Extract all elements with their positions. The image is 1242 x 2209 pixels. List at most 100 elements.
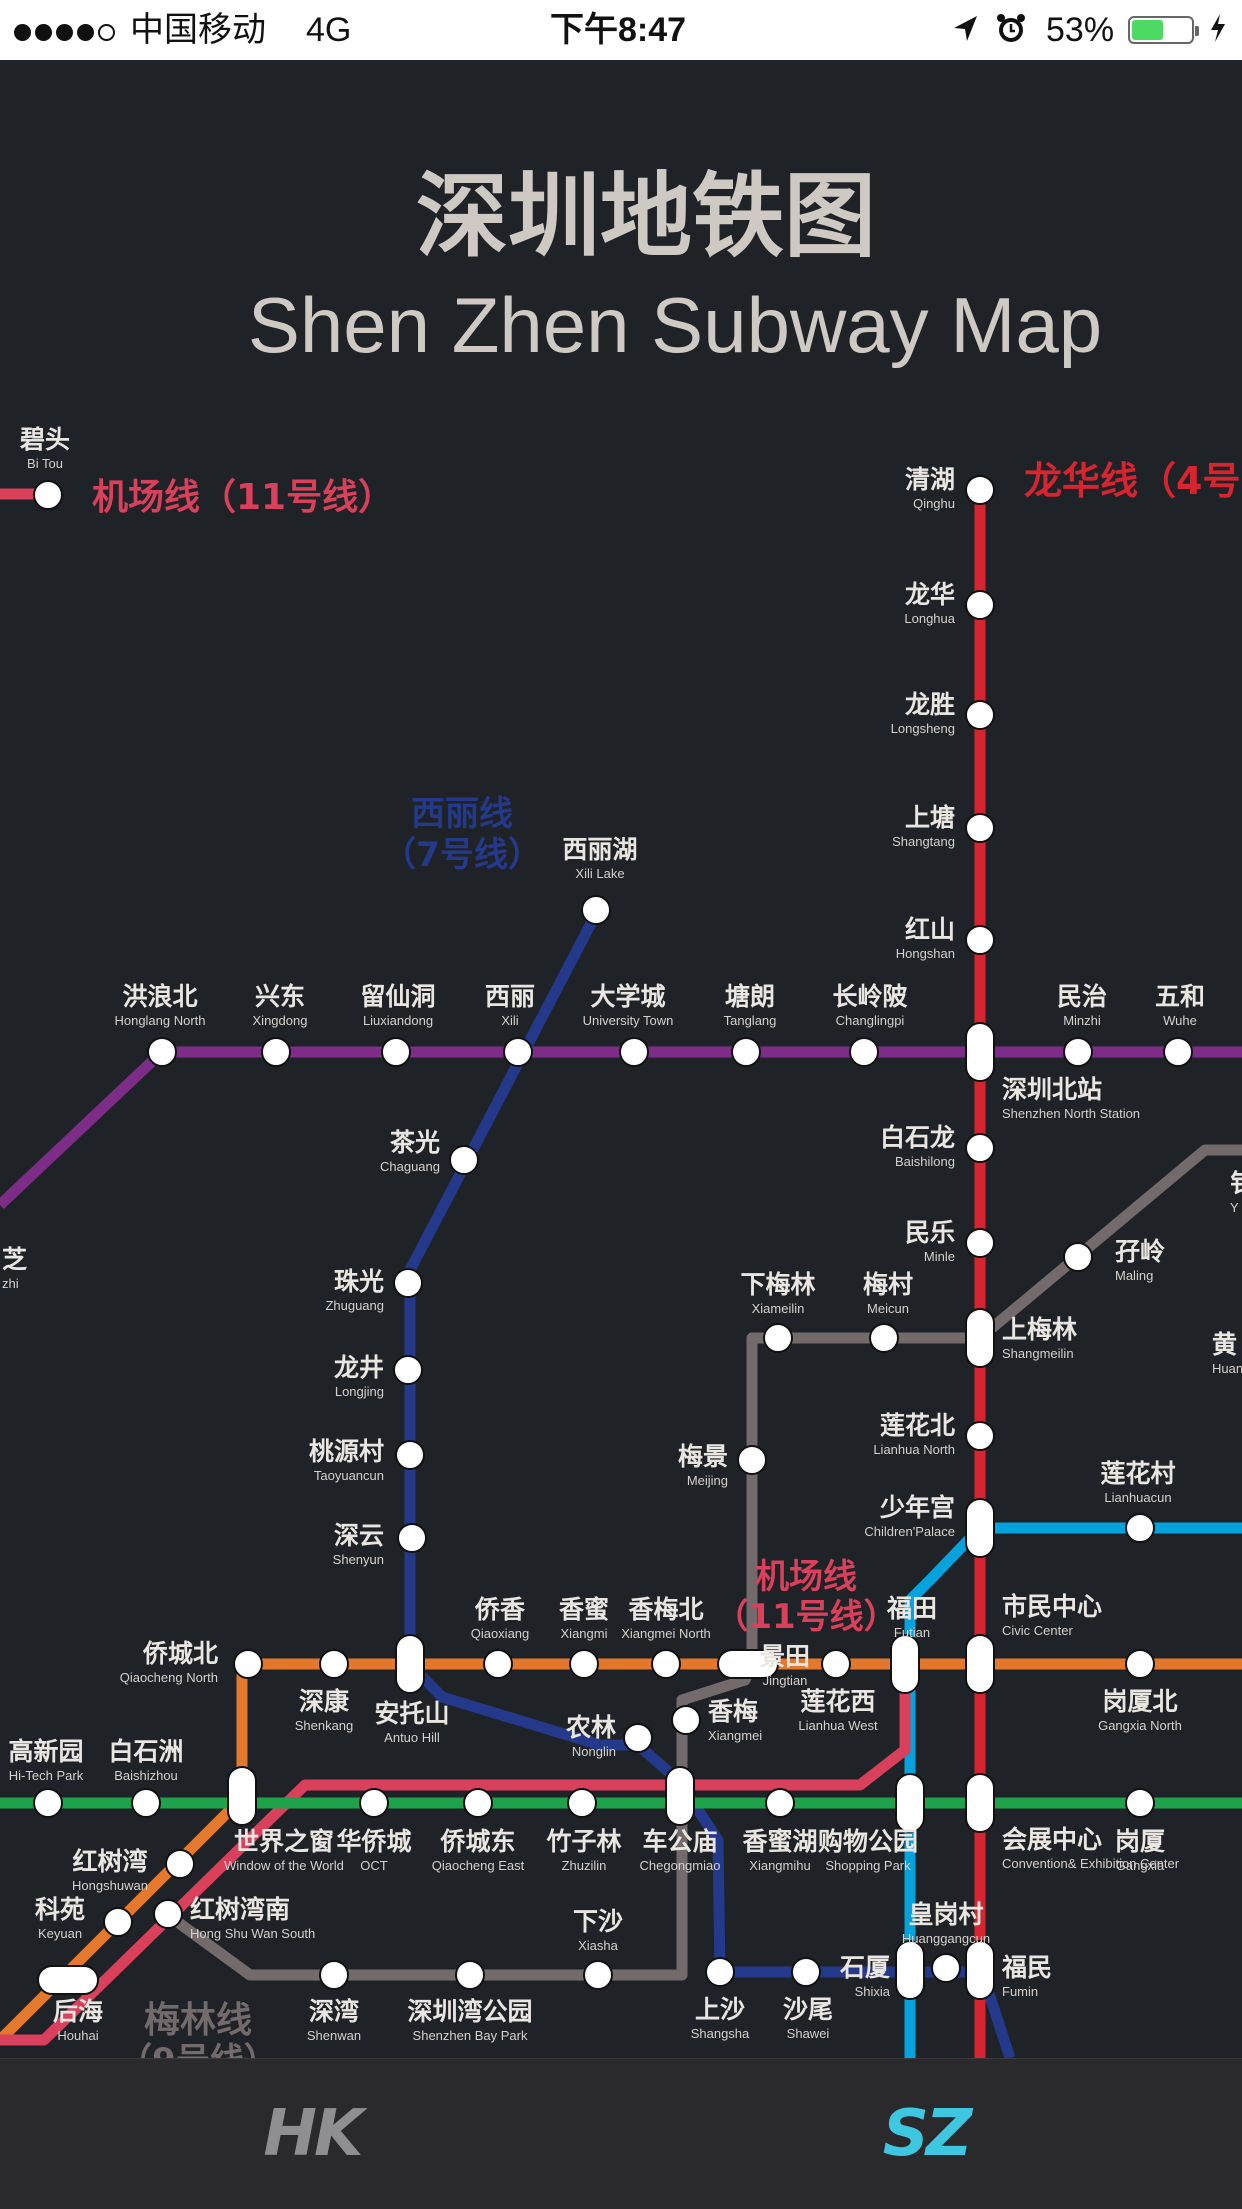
subway-map[interactable]: 深圳地铁图 Shen Zhen Subway Map 机场线（11号线） 龙华线… [0, 60, 1242, 2058]
station-name-shaoniangong[interactable]: 少年宫 [879, 1493, 955, 1522]
station-name-meicun[interactable]: 梅村 [863, 1270, 913, 1299]
station-marker-changlingpi[interactable] [849, 1037, 879, 1067]
station-name-qiaoxiang[interactable]: 侨香 [474, 1595, 525, 1624]
station-name-liuxiandong[interactable]: 留仙洞 [360, 982, 435, 1011]
station-name-qiaochengdong[interactable]: 侨城东 [439, 1827, 515, 1856]
station-name-zhuzilin[interactable]: 竹子林 [545, 1827, 621, 1856]
station-name-lianhuaxi[interactable]: 莲花西 [800, 1687, 875, 1716]
station-name-shenzhenbei[interactable]: 深圳北站 [1002, 1075, 1102, 1104]
station-name-shenkang[interactable]: 深康 [299, 1687, 350, 1716]
station-marker-shangtang[interactable] [965, 813, 995, 843]
station-name-longjing[interactable]: 龙井 [334, 1353, 384, 1382]
station-name-daxuecheng[interactable]: 大学城 [590, 982, 665, 1011]
station-name-shijiezhichuang[interactable]: 世界之窗 [234, 1827, 334, 1856]
interchange-marker-huizhanzhongxin[interactable] [965, 1773, 995, 1833]
station-marker-daxuecheng[interactable] [619, 1037, 649, 1067]
station-marker-xili[interactable] [503, 1037, 533, 1067]
station-name-tanglang[interactable]: 塘朗 [725, 982, 775, 1011]
station-marker-lianhuabei[interactable] [965, 1421, 995, 1451]
station-marker-lianhuaxi[interactable] [821, 1649, 851, 1679]
station-marker-qinghu[interactable] [965, 475, 995, 505]
station-name-shenyun[interactable]: 深云 [334, 1521, 384, 1550]
station-name-hongshuwan[interactable]: 红树湾 [72, 1847, 147, 1876]
station-name-hongshan[interactable]: 红山 [905, 915, 955, 944]
station-marker-longhua[interactable] [965, 590, 995, 620]
station-marker-xiangmeibei[interactable] [651, 1649, 681, 1679]
station-marker-longsheng[interactable] [965, 700, 995, 730]
interchange-marker-shijiezhichuang[interactable] [227, 1766, 257, 1826]
station-marker-gangxia[interactable] [1125, 1788, 1155, 1818]
station-marker-chaguang[interactable] [449, 1145, 479, 1175]
station-marker-honglangbei[interactable] [147, 1037, 177, 1067]
station-name-meijing[interactable]: 梅景 [678, 1442, 728, 1471]
station-name-zhi[interactable]: 芝 [2, 1245, 27, 1274]
station-marker-tanglang[interactable] [731, 1037, 761, 1067]
station-marker-gaoxinyuan[interactable] [33, 1788, 63, 1818]
station-name-shenzhenwangongyuan[interactable]: 深圳湾公园 [407, 1997, 532, 2026]
station-name-shawei[interactable]: 沙尾 [783, 1995, 833, 2024]
station-name-antuoshan[interactable]: 安托山 [374, 1699, 449, 1728]
station-marker-xiangmihu[interactable] [765, 1788, 795, 1818]
station-name-futian[interactable]: 福田 [886, 1594, 937, 1623]
station-name-chegongmiao[interactable]: 车公庙 [642, 1827, 717, 1856]
station-marker-longjing[interactable] [393, 1355, 423, 1385]
station-name-xiangmeibei[interactable]: 香梅北 [628, 1595, 703, 1624]
station-name-qiaochengbei[interactable]: 侨城北 [142, 1639, 218, 1668]
station-name-shiminzhongxin[interactable]: 市民中心 [1002, 1592, 1102, 1621]
station-name-taoyuancun[interactable]: 桃源村 [309, 1437, 384, 1466]
subway-map-canvas[interactable]: 深圳地铁图 Shen Zhen Subway Map 机场线（11号线） 龙华线… [0, 60, 1242, 2058]
station-marker-huanggangcun[interactable] [931, 1953, 961, 1983]
station-name-gaoxinyuan[interactable]: 高新园 [8, 1737, 83, 1766]
station-marker-shenyun[interactable] [397, 1523, 427, 1553]
station-marker-shenzhenwangongyuan[interactable] [455, 1960, 485, 1990]
station-marker-xiameilin[interactable] [763, 1323, 793, 1353]
station-name-gouwugongyuan[interactable]: 购物公园 [818, 1827, 918, 1856]
station-marker-wuhe[interactable] [1163, 1037, 1193, 1067]
station-name-huizhanzhongxin[interactable]: 会展中心 [1002, 1825, 1102, 1854]
station-name-baishilong[interactable]: 白石龙 [880, 1123, 955, 1152]
station-name-houhai[interactable]: 后海 [53, 1997, 103, 2026]
station-marker-lianhuacun[interactable] [1125, 1513, 1155, 1543]
station-marker-gangxiabei[interactable] [1125, 1649, 1155, 1679]
station-name-jingtian[interactable]: 景田 [760, 1642, 810, 1671]
station-marker-minle[interactable] [965, 1228, 995, 1258]
tab-sz[interactable]: SZ [882, 2097, 973, 2171]
interchange-marker-fumin[interactable] [965, 1940, 995, 2000]
station-name-huaqiaocheng[interactable]: 华侨城 [336, 1827, 411, 1856]
station-marker-xilihu[interactable] [581, 895, 611, 925]
station-name-gangxia[interactable]: 岗厦 [1115, 1827, 1165, 1856]
interchange-marker-houhai[interactable] [37, 1965, 99, 1995]
station-name-xiangmei[interactable]: 香梅 [708, 1697, 758, 1726]
interchange-marker-gouwugongyuan[interactable] [895, 1773, 925, 1833]
station-marker-meijing[interactable] [737, 1445, 767, 1475]
station-name-lianhuabei[interactable]: 莲花北 [880, 1411, 955, 1440]
station-name-qinghu[interactable]: 清湖 [905, 465, 955, 494]
station-name-xiasha[interactable]: 下沙 [573, 1907, 623, 1936]
station-name-longhua[interactable]: 龙华 [905, 580, 955, 609]
station-name-xin[interactable]: 钅 [1230, 1169, 1242, 1198]
station-name-changlingpi[interactable]: 长岭陂 [832, 982, 907, 1011]
station-name-longsheng[interactable]: 龙胜 [905, 690, 955, 719]
station-name-xili[interactable]: 西丽 [485, 982, 535, 1011]
interchange-marker-shaoniangong[interactable] [965, 1498, 995, 1558]
station-marker-shenwan[interactable] [319, 1960, 349, 1990]
station-name-xiangmi[interactable]: 香蜜 [559, 1595, 609, 1624]
station-name-chaguang[interactable]: 茶光 [390, 1128, 440, 1157]
station-name-gangxiabei[interactable]: 岗厦北 [1102, 1687, 1177, 1716]
station-marker-qiaochengbei[interactable] [233, 1649, 263, 1679]
station-marker-qiaochengdong[interactable] [463, 1788, 493, 1818]
station-marker-xingdong[interactable] [261, 1037, 291, 1067]
station-name-maling[interactable]: 孖岭 [1115, 1237, 1165, 1266]
station-name-huanggangcun[interactable]: 皇岗村 [908, 1900, 983, 1929]
station-name-xingdong[interactable]: 兴东 [255, 982, 305, 1011]
station-marker-meicun[interactable] [869, 1323, 899, 1353]
interchange-marker-antuoshan[interactable] [395, 1634, 425, 1694]
station-marker-xiangmi[interactable] [569, 1649, 599, 1679]
station-marker-xiangmei[interactable] [671, 1705, 701, 1735]
station-marker-xiasha[interactable] [583, 1960, 613, 1990]
station-name-fumin[interactable]: 福民 [1001, 1953, 1052, 1982]
station-name-zhuguang[interactable]: 珠光 [334, 1267, 384, 1296]
interchange-marker-shangmeilin[interactable] [965, 1308, 995, 1368]
station-marker-keyuan[interactable] [103, 1907, 133, 1937]
station-marker-zhuguang[interactable] [393, 1268, 423, 1298]
